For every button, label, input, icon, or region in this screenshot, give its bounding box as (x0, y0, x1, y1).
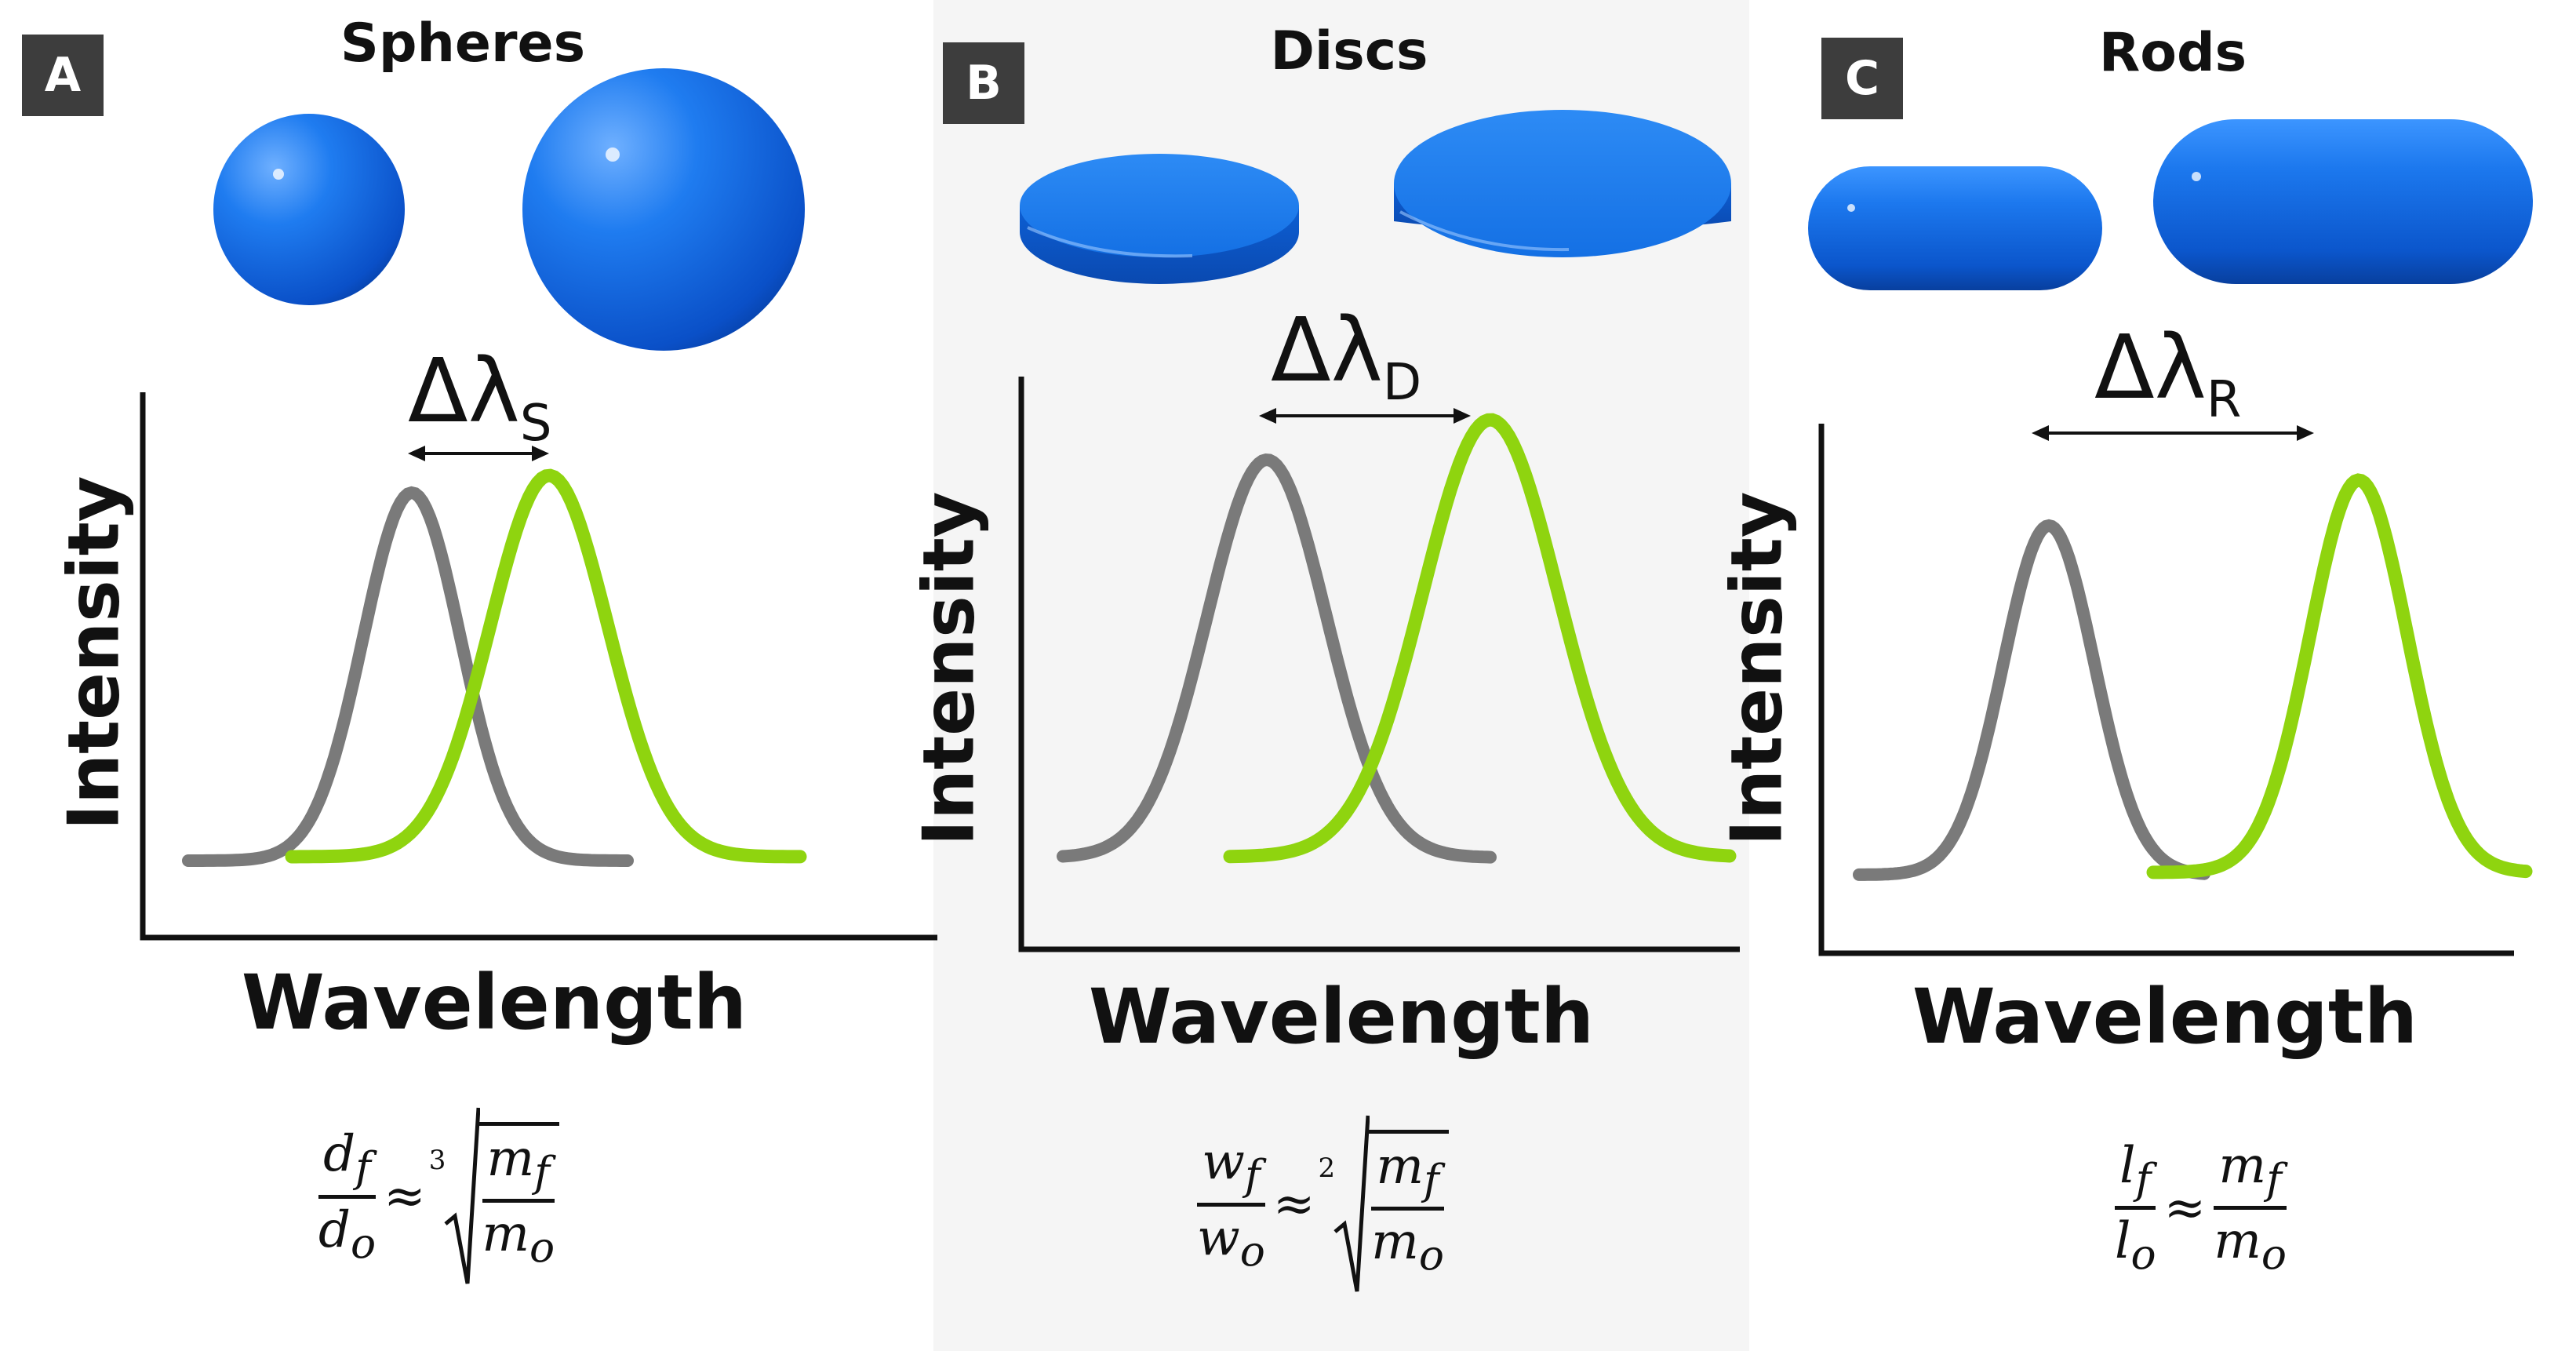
eq-symbol: m (486, 1129, 535, 1188)
panel-b-axes (1018, 377, 1740, 952)
eq-subscript: o (529, 1222, 555, 1272)
panel-c-equation: lf lo ≈ mf mo (2110, 1137, 2291, 1279)
panel-a-ylabel: Intensity (53, 475, 136, 831)
panel-a-equation: df do ≈ 3 mf mo (314, 1106, 560, 1287)
eq-subscript: f (2266, 1153, 2282, 1204)
eq-symbol: d (323, 1125, 356, 1184)
approx-sign: ≈ (1272, 1175, 1315, 1233)
root-index: 2 (1318, 1153, 1336, 1184)
panel-c-shift-arrow-left-head (2032, 425, 2049, 441)
root-index: 3 (428, 1145, 446, 1176)
lhs-fraction: df do (314, 1125, 380, 1268)
lhs-fraction: wf wo (1192, 1133, 1270, 1276)
panel-b-shift-arrow-left-head (1259, 408, 1276, 424)
panel-b-badge: B (943, 42, 1024, 124)
panel-b-original-peak (1057, 453, 1497, 864)
eq-symbol: w (1197, 1208, 1240, 1267)
panel-a-shift-arrow-left-head (408, 446, 425, 461)
panel-b-ylabel: Intensity (908, 491, 991, 847)
panel-a-shift-arrow-right-head (532, 446, 549, 461)
eq-subscript: f (534, 1146, 550, 1196)
panel-c-shift-arrow-right-head (2297, 425, 2314, 441)
shift-subscript: S (519, 395, 552, 453)
eq-symbol: m (2214, 1212, 2261, 1271)
panel-b-xlabel: Wavelength (1088, 973, 1595, 1061)
lhs-fraction: lf lo (2110, 1137, 2161, 1279)
eq-symbol: m (1371, 1213, 1419, 1271)
eq-subscript: f (2135, 1153, 2152, 1204)
panel-b-shift-label: ΔλD (1271, 300, 1421, 412)
panel-a-badge: A (22, 35, 104, 116)
panel-a-shift-label: ΔλS (408, 340, 552, 453)
panel-b-title: Discs (1270, 20, 1428, 82)
panel-a-original-peak (182, 486, 634, 867)
approx-sign: ≈ (384, 1167, 426, 1225)
eq-symbol: m (2218, 1137, 2267, 1195)
panel-b-shift-arrow-right-head (1454, 408, 1471, 424)
panel-c-shift-label: ΔλR (2094, 317, 2241, 429)
shift-symbol: Δλ (2094, 317, 2207, 419)
shift-symbol: Δλ (1271, 300, 1383, 402)
large-sphere (522, 68, 805, 351)
eq-symbol: d (318, 1200, 351, 1259)
panel-c-original-peak (1853, 519, 2210, 881)
square-root: 2 mf mo (1319, 1114, 1449, 1295)
panel-a-axes (140, 392, 937, 941)
panel-c-title: Rods (2098, 22, 2247, 84)
eq-subscript: f (1424, 1154, 1439, 1204)
small-sphere (213, 114, 405, 305)
panel-c-xlabel: Wavelength (1912, 973, 2418, 1061)
eq-subscript: f (355, 1142, 371, 1193)
panel-a-title: Spheres (340, 13, 586, 75)
large-disc (1394, 110, 1731, 257)
eq-subscript: o (1239, 1225, 1265, 1276)
eq-subscript: f (1244, 1150, 1261, 1200)
panel-c-shifted-peak (2146, 473, 2533, 879)
panel-c-axes (1818, 424, 2514, 956)
rhs-fraction: mf mo (2209, 1137, 2291, 1279)
approx-sign: ≈ (2163, 1178, 2207, 1237)
cube-root: 3 mf mo (428, 1106, 560, 1287)
panel-a-shifted-peak (285, 468, 807, 864)
eq-subscript: o (2261, 1229, 2287, 1279)
panel-b-equation: wf wo ≈ 2 mf mo (1192, 1114, 1449, 1295)
shift-symbol: Δλ (408, 340, 520, 442)
eq-symbol: l (2115, 1212, 2131, 1271)
shift-subscript: R (2206, 371, 2242, 429)
short-rod (1808, 166, 2102, 290)
panel-c-ylabel: Intensity (1716, 491, 1799, 847)
eq-symbol: m (1376, 1137, 1424, 1196)
panel-a-xlabel: Wavelength (241, 959, 748, 1047)
radical-sign (1333, 1115, 1370, 1292)
small-disc (1020, 154, 1299, 284)
eq-subscript: o (2130, 1229, 2156, 1279)
panel-c-badge: C (1821, 38, 1903, 119)
shift-subscript: D (1382, 354, 1422, 412)
eq-symbol: m (482, 1205, 530, 1263)
eq-symbol: l (2119, 1137, 2136, 1195)
radical-sign (444, 1107, 481, 1284)
eq-subscript: o (350, 1218, 377, 1268)
eq-symbol: w (1202, 1133, 1245, 1192)
panel-b-shifted-peak (1223, 413, 1737, 864)
long-rod (2153, 119, 2533, 284)
eq-subscript: o (1418, 1229, 1444, 1280)
